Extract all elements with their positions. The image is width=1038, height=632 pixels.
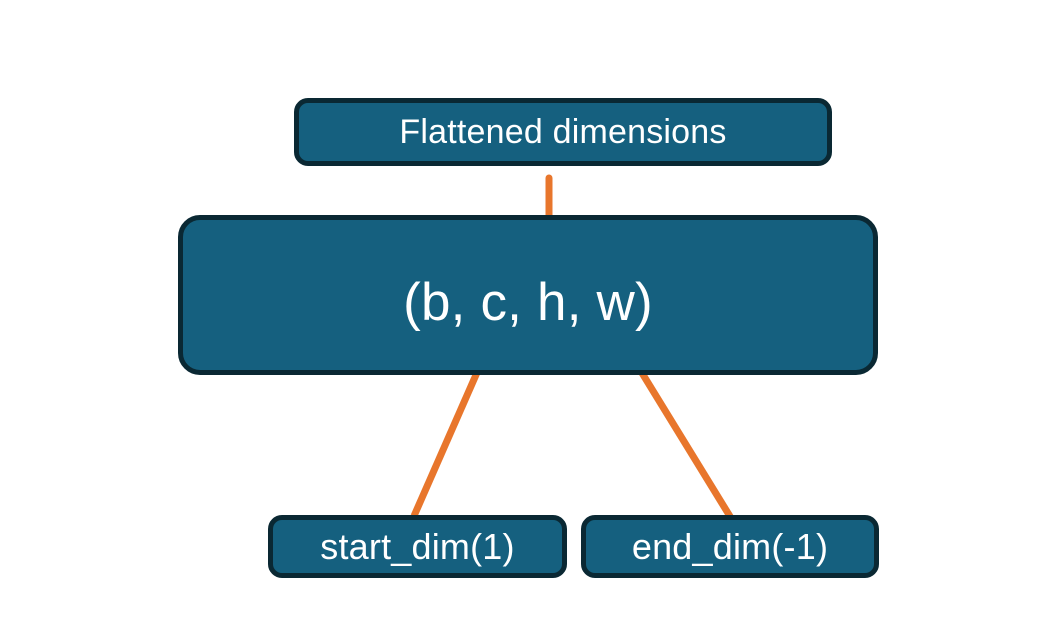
node-start-dim-label: start_dim(1) (320, 525, 515, 567)
node-flattened-dimensions[interactable]: Flattened dimensions (294, 98, 832, 166)
node-tensor-shape-label: (b, c, h, w) (403, 273, 653, 332)
node-start-dim[interactable]: start_dim(1) (268, 515, 567, 578)
node-tensor-shape[interactable]: (b, c, h, w) (178, 215, 878, 375)
node-flattened-dimensions-label: Flattened dimensions (399, 113, 727, 151)
node-end-dim[interactable]: end_dim(-1) (581, 515, 879, 578)
node-end-dim-label: end_dim(-1) (631, 525, 829, 567)
